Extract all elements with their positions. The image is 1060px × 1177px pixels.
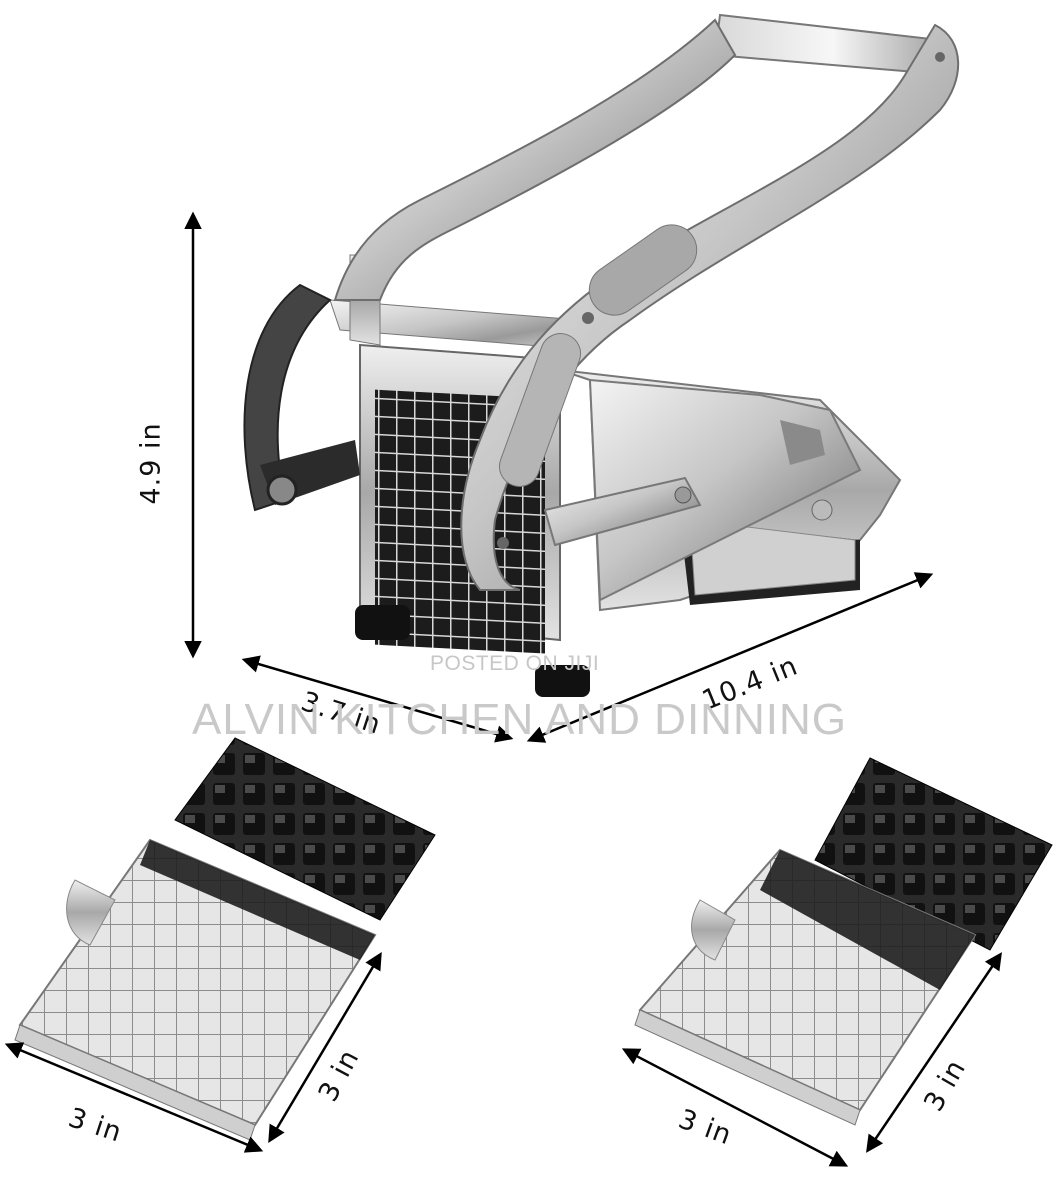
blade2-depth-arrow [866,952,1002,1153]
posted-watermark: POSTED ON JIJI [430,652,600,675]
blade-set-2 [634,757,1053,1126]
length-arrow [526,572,934,743]
dimension-arrows [4,211,1002,1167]
blade2-width-arrow [621,1048,849,1167]
shop-watermark: ALVIN KITCHEN AND DINNING [192,695,847,744]
depth-arrow [241,655,514,743]
blade-set-1 [14,737,436,1141]
height-label: 4.9 in [135,422,167,505]
blade1-width-arrow [4,1042,264,1153]
fry-cutter-main [243,13,960,697]
blade1-depth-arrow [268,951,382,1144]
